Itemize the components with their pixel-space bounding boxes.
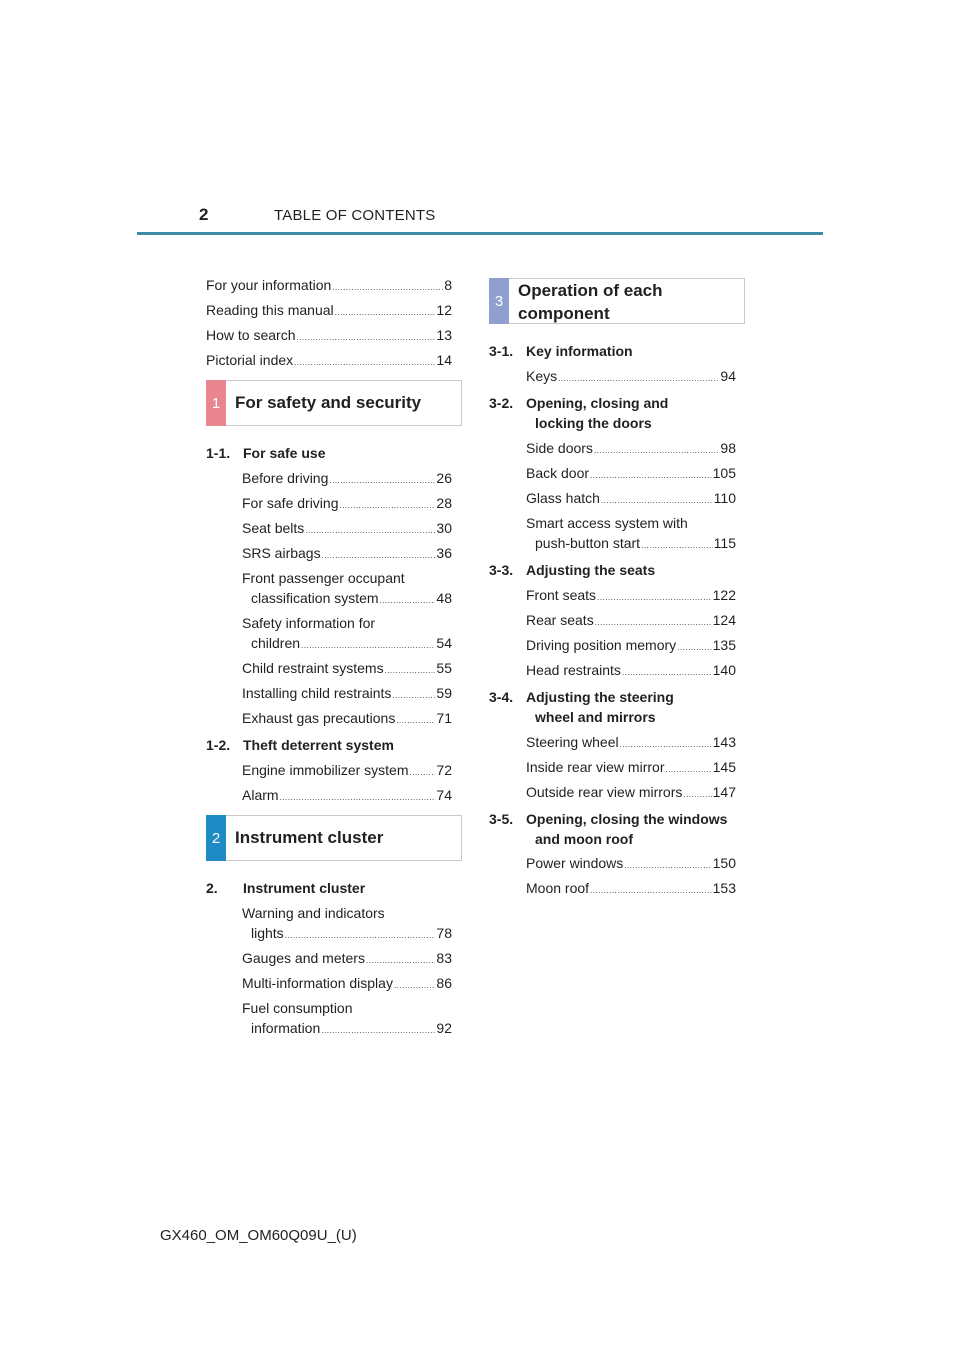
toc-entry[interactable]: Rear seats124 — [526, 611, 736, 632]
toc-entry[interactable]: For safe driving28 — [242, 494, 452, 515]
toc-entry-line[interactable]: Safety information for — [242, 615, 376, 631]
section-heading: 2.Instrument cluster — [206, 880, 366, 896]
toc-entry[interactable]: Exhaust gas precautions71 — [242, 709, 452, 730]
toc-entry[interactable]: information92 — [251, 1019, 452, 1040]
header-rule — [137, 232, 823, 235]
chapter-box-2[interactable]: 2 Instrument cluster — [206, 815, 462, 861]
toc-entry[interactable]: SRS airbags36 — [242, 544, 452, 565]
section-heading: 3-4.Adjusting the steering — [489, 689, 674, 705]
section-heading: 3-1.Key information — [489, 343, 633, 359]
toc-entry[interactable]: Before driving26 — [242, 469, 452, 490]
toc-entry[interactable]: Outside rear view mirrors147 — [526, 783, 736, 804]
toc-entry[interactable]: Alarm74 — [242, 786, 452, 807]
section-heading: 3-5.Opening, closing the windows — [489, 811, 728, 827]
toc-entry[interactable]: Side doors98 — [526, 439, 736, 460]
toc-entry[interactable]: Reading this manual12 — [206, 301, 452, 322]
chapter-title-3-line2: component — [518, 304, 610, 323]
chapter-title-1: For safety and security — [235, 393, 422, 412]
chapter-title-2: Instrument cluster — [235, 828, 384, 847]
toc-entry[interactable]: How to search13 — [206, 326, 452, 347]
chapter-tab-2: 2 — [206, 815, 226, 861]
toc-entry[interactable]: For your information8 — [206, 276, 452, 297]
section-heading-line2: locking the doors — [535, 415, 652, 431]
toc-entry[interactable]: Installing child restraints59 — [242, 684, 452, 705]
chapter-box-1[interactable]: 1 For safety and security — [206, 380, 462, 426]
toc-entry[interactable]: Back door105 — [526, 464, 736, 485]
section-heading: 3-2.Opening, closing and — [489, 395, 669, 411]
section-heading-line2: and moon roof — [535, 831, 633, 847]
toc-entry[interactable]: Pictorial index14 — [206, 351, 452, 372]
toc-entry[interactable]: Glass hatch110 — [526, 489, 736, 510]
section-heading-line2: wheel and mirrors — [535, 709, 656, 725]
toc-entry[interactable]: Seat belts30 — [242, 519, 452, 540]
toc-entry[interactable]: Front seats122 — [526, 586, 736, 607]
toc-entry[interactable]: Keys94 — [526, 367, 736, 388]
chapter-tab-3: 3 — [489, 278, 509, 324]
toc-entry-line[interactable]: Smart access system with — [526, 515, 688, 531]
toc-entry[interactable]: Inside rear view mirror145 — [526, 758, 736, 779]
toc-entry[interactable]: Steering wheel143 — [526, 733, 736, 754]
chapter-box-3[interactable]: 3 Operation of each component — [489, 278, 745, 324]
toc-entry-line[interactable]: Warning and indicators — [242, 905, 385, 921]
chapter-tab-1: 1 — [206, 380, 226, 426]
toc-entry[interactable]: Gauges and meters83 — [242, 949, 452, 970]
toc-entry[interactable]: lights78 — [251, 924, 452, 945]
toc-entry[interactable]: Multi-information display86 — [242, 974, 452, 995]
header-title: TABLE OF CONTENTS — [274, 207, 436, 224]
toc-entry[interactable]: Engine immobilizer system72 — [242, 761, 452, 782]
toc-entry[interactable]: children54 — [251, 634, 452, 655]
toc-entry[interactable]: Head restraints140 — [526, 661, 736, 682]
toc-entry-line[interactable]: Front passenger occupant — [242, 570, 405, 586]
toc-entry[interactable]: Driving position memory135 — [526, 636, 736, 657]
toc-entry[interactable]: push-button start115 — [535, 534, 736, 555]
toc-entry[interactable]: classification system48 — [251, 589, 452, 610]
section-heading: 3-3.Adjusting the seats — [489, 562, 656, 578]
toc-entry-line[interactable]: Fuel consumption — [242, 1000, 353, 1016]
chapter-title-3: Operation of each — [518, 281, 663, 300]
toc-entry[interactable]: Moon roof153 — [526, 879, 736, 900]
toc-entry[interactable]: Child restraint systems55 — [242, 659, 452, 680]
section-heading: 1-1.For safe use — [206, 445, 326, 461]
document-code: GX460_OM_OM60Q09U_(U) — [160, 1227, 357, 1244]
section-heading: 1-2.Theft deterrent system — [206, 737, 394, 753]
page-number: 2 — [199, 205, 209, 224]
toc-entry[interactable]: Power windows150 — [526, 854, 736, 875]
